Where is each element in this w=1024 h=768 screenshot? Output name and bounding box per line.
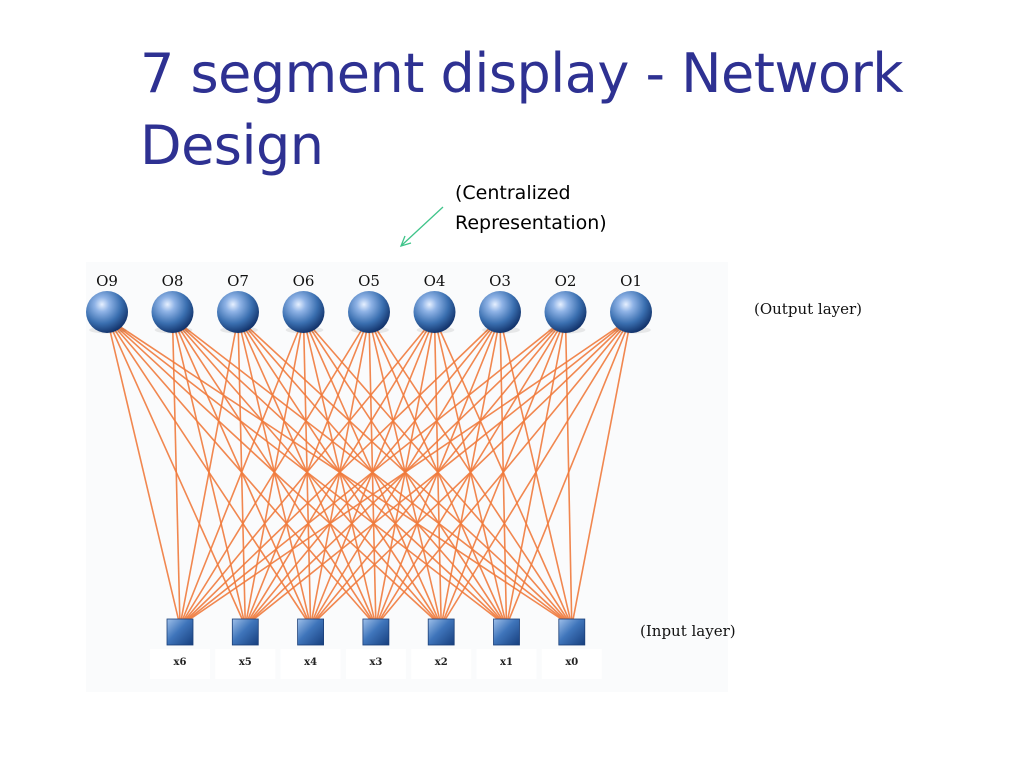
output-node-label: O6 — [293, 272, 315, 290]
input-node-x1 — [493, 618, 520, 646]
connection-o1-x4 — [310, 317, 632, 627]
connections — [106, 317, 632, 627]
output-node-o7 — [217, 291, 259, 333]
connection-o8-x6 — [171, 317, 181, 627]
output-node-label: O1 — [620, 272, 642, 290]
connection-o1-x0 — [571, 317, 632, 627]
output-node-label: O7 — [227, 272, 249, 290]
input-node-label: x3 — [369, 657, 382, 668]
output-node-label: O8 — [162, 272, 184, 290]
input-label-box — [280, 649, 341, 679]
connection-o4-x6 — [179, 317, 436, 627]
input-label-box — [476, 649, 537, 679]
connection-o1-x3 — [375, 317, 632, 627]
output-node-label: O9 — [96, 272, 118, 290]
connection-o9-x6 — [106, 317, 181, 627]
input-label-box — [541, 649, 602, 679]
input-node-x4 — [297, 618, 325, 646]
annotation-line-1: (Centralized — [455, 182, 571, 204]
output-node-o5 — [348, 291, 390, 333]
input-node-x3 — [362, 618, 390, 646]
input-label-box — [411, 649, 472, 679]
connection-o2-x6 — [179, 317, 566, 627]
output-node-o6 — [282, 291, 325, 333]
connection-o6-x6 — [179, 317, 305, 627]
input-node-label: x6 — [174, 657, 187, 668]
connection-o3-x6 — [179, 317, 501, 627]
connection-o5-x6 — [179, 317, 370, 627]
connection-o1-x5 — [244, 317, 632, 627]
input-labels: x6 x5 x4 x3 x2 x1 x0 — [174, 657, 579, 668]
output-node-o3 — [479, 291, 521, 333]
annotation-callout: (Centralized Representation) — [455, 178, 607, 238]
input-layer-label: (Input layer) — [640, 622, 736, 640]
input-node-label: x4 — [304, 657, 317, 668]
output-node-o8 — [151, 291, 194, 333]
input-label-box — [215, 649, 276, 679]
input-label-boxes — [150, 649, 602, 679]
output-layer-label: (Output layer) — [754, 300, 863, 318]
input-label-box — [345, 649, 406, 679]
output-node-o2 — [544, 291, 587, 333]
output-node-o1 — [610, 291, 652, 333]
output-node-o9 — [86, 291, 128, 333]
output-node-label: O4 — [424, 272, 446, 290]
input-node-label: x5 — [239, 657, 252, 668]
annotation-arrow-head — [399, 235, 412, 248]
connection-o7-x6 — [179, 317, 239, 627]
input-node-label: x0 — [565, 657, 578, 668]
connection-o1-x6 — [179, 317, 632, 627]
annotation-line-2: Representation) — [455, 212, 607, 234]
input-node-label: x2 — [435, 657, 448, 668]
network-svg: O9 O8 O7 O6 O5 O4 O3 O2 O1 x6 x5 x4 x3 x2 x1 x0 — [86, 272, 652, 679]
annotation-arrow-line — [401, 206, 444, 246]
connection-o1-x2 — [440, 317, 632, 627]
input-node-x0 — [558, 618, 586, 646]
input-node-label: x1 — [500, 657, 513, 668]
output-node-label: O3 — [489, 272, 511, 290]
output-labels: O9 O8 O7 O6 O5 O4 O3 O2 O1 — [96, 272, 642, 290]
output-node-label: O2 — [555, 272, 577, 290]
input-nodes — [166, 618, 586, 646]
input-label-box — [150, 649, 210, 679]
output-node-o4 — [413, 291, 456, 333]
input-node-x2 — [427, 618, 455, 646]
input-node-x6 — [166, 618, 194, 646]
network-diagram: O9 O8 O7 O6 O5 O4 O3 O2 O1 x6 x5 x4 x3 x2 x1 x0 — [86, 262, 728, 692]
output-node-label: O5 — [358, 272, 380, 290]
slide-title: 7 segment display - Network Design — [140, 42, 904, 177]
output-nodes — [86, 291, 652, 334]
input-node-x5 — [231, 618, 259, 646]
connection-o1-x1 — [505, 317, 632, 627]
